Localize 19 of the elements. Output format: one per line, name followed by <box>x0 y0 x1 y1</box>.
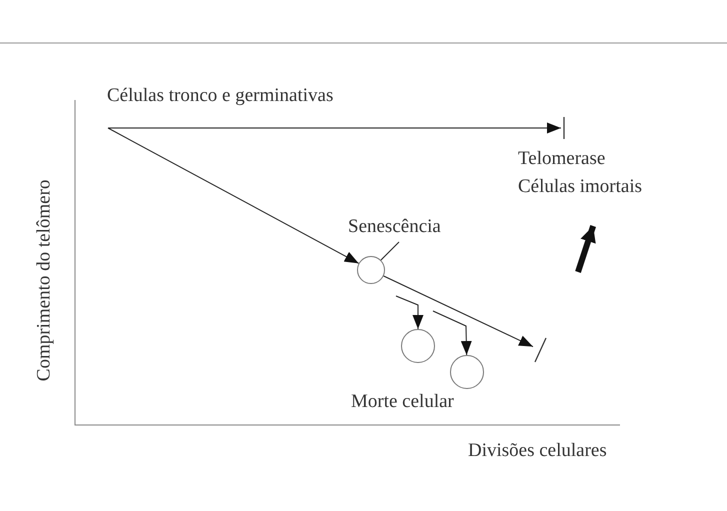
axis-title: Divisões celulares <box>468 440 607 463</box>
node-text: Telomerase <box>518 148 606 171</box>
arrow <box>432 310 472 356</box>
arrow <box>575 225 596 273</box>
arrow <box>108 128 360 264</box>
arrow <box>108 122 562 134</box>
axis-title: Comprimento do telômero <box>34 179 56 381</box>
node-text: Células imortais <box>518 176 642 199</box>
node-text: Senescência <box>348 216 441 239</box>
end-bar <box>561 117 567 139</box>
arrow <box>396 296 424 330</box>
circle <box>357 256 385 284</box>
label: Células tronco e germinativas <box>107 85 334 108</box>
circle <box>450 355 484 389</box>
leader-line <box>380 242 400 261</box>
arrow <box>383 276 534 348</box>
circle <box>401 329 435 363</box>
label: Morte celular <box>351 391 454 414</box>
end-bar <box>533 337 547 363</box>
